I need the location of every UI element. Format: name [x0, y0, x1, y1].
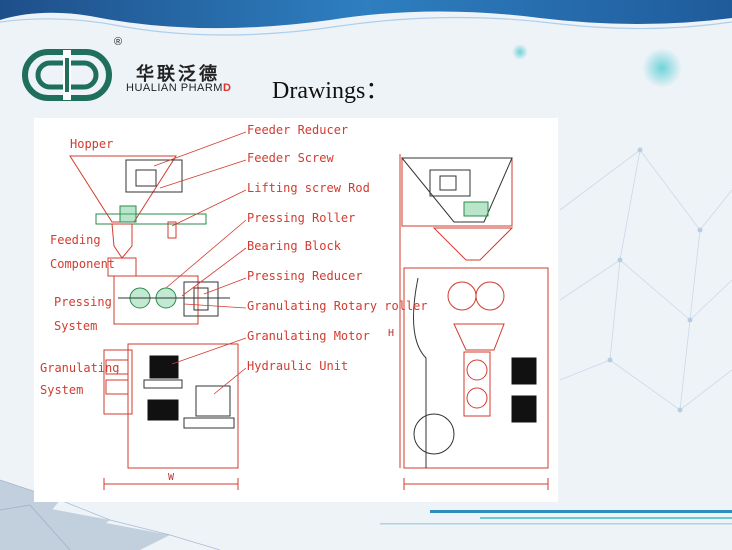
- brand-name-english: HUALIAN PHARMD: [126, 82, 232, 94]
- label-granulating-system: System: [40, 383, 84, 397]
- top-plate: [95, 213, 207, 225]
- slide-title: Drawings：: [272, 78, 390, 104]
- engineering-drawing-panel: Feeder Reducer Feeder Screw Lifting scre…: [34, 118, 558, 502]
- brand-name-suffix: D: [222, 82, 232, 94]
- feeder-reducer-box: [125, 159, 183, 193]
- label-pressing-system: System: [54, 319, 98, 333]
- callout-granulating-motor: Granulating Motor: [247, 329, 370, 343]
- dimension-width-label: W: [168, 472, 175, 483]
- granulating-system: [103, 349, 133, 415]
- label-feeding: Feeding: [50, 233, 101, 247]
- label-component: Component: [50, 257, 116, 271]
- callout-feeder-screw: Feeder Screw: [247, 151, 334, 165]
- callout-granulating-rotary-roller: Granulating Rotary roller: [247, 299, 428, 313]
- cd-ring-logo-icon: [22, 49, 112, 101]
- dimension-height-label: H: [388, 328, 395, 339]
- machine-drawing: [69, 131, 549, 490]
- granulating-motor: [149, 355, 179, 379]
- hydraulic-unit: [195, 385, 231, 417]
- callout-feeder-reducer: Feeder Reducer: [247, 123, 349, 137]
- callout-pressing-reducer: Pressing Reducer: [247, 269, 363, 283]
- label-hopper: Hopper: [70, 137, 114, 151]
- brand-name-chinese: 华联泛德: [136, 64, 220, 84]
- callout-lifting-screw-rod: Lifting screw Rod: [247, 181, 370, 195]
- callout-bearing-block: Bearing Block: [247, 239, 341, 253]
- side-view-lower-frame: [403, 267, 549, 469]
- callout-pressing-roller: Pressing Roller: [247, 211, 356, 225]
- registered-mark: ®: [114, 36, 123, 48]
- label-pressing: Pressing: [54, 295, 112, 309]
- base-frame: [127, 343, 239, 469]
- pressing-system-frame: [113, 275, 199, 325]
- callout-hydraulic-unit: Hydraulic Unit: [247, 359, 349, 373]
- side-view-upper-frame: [401, 157, 513, 227]
- label-granulating: Granulating: [40, 361, 120, 375]
